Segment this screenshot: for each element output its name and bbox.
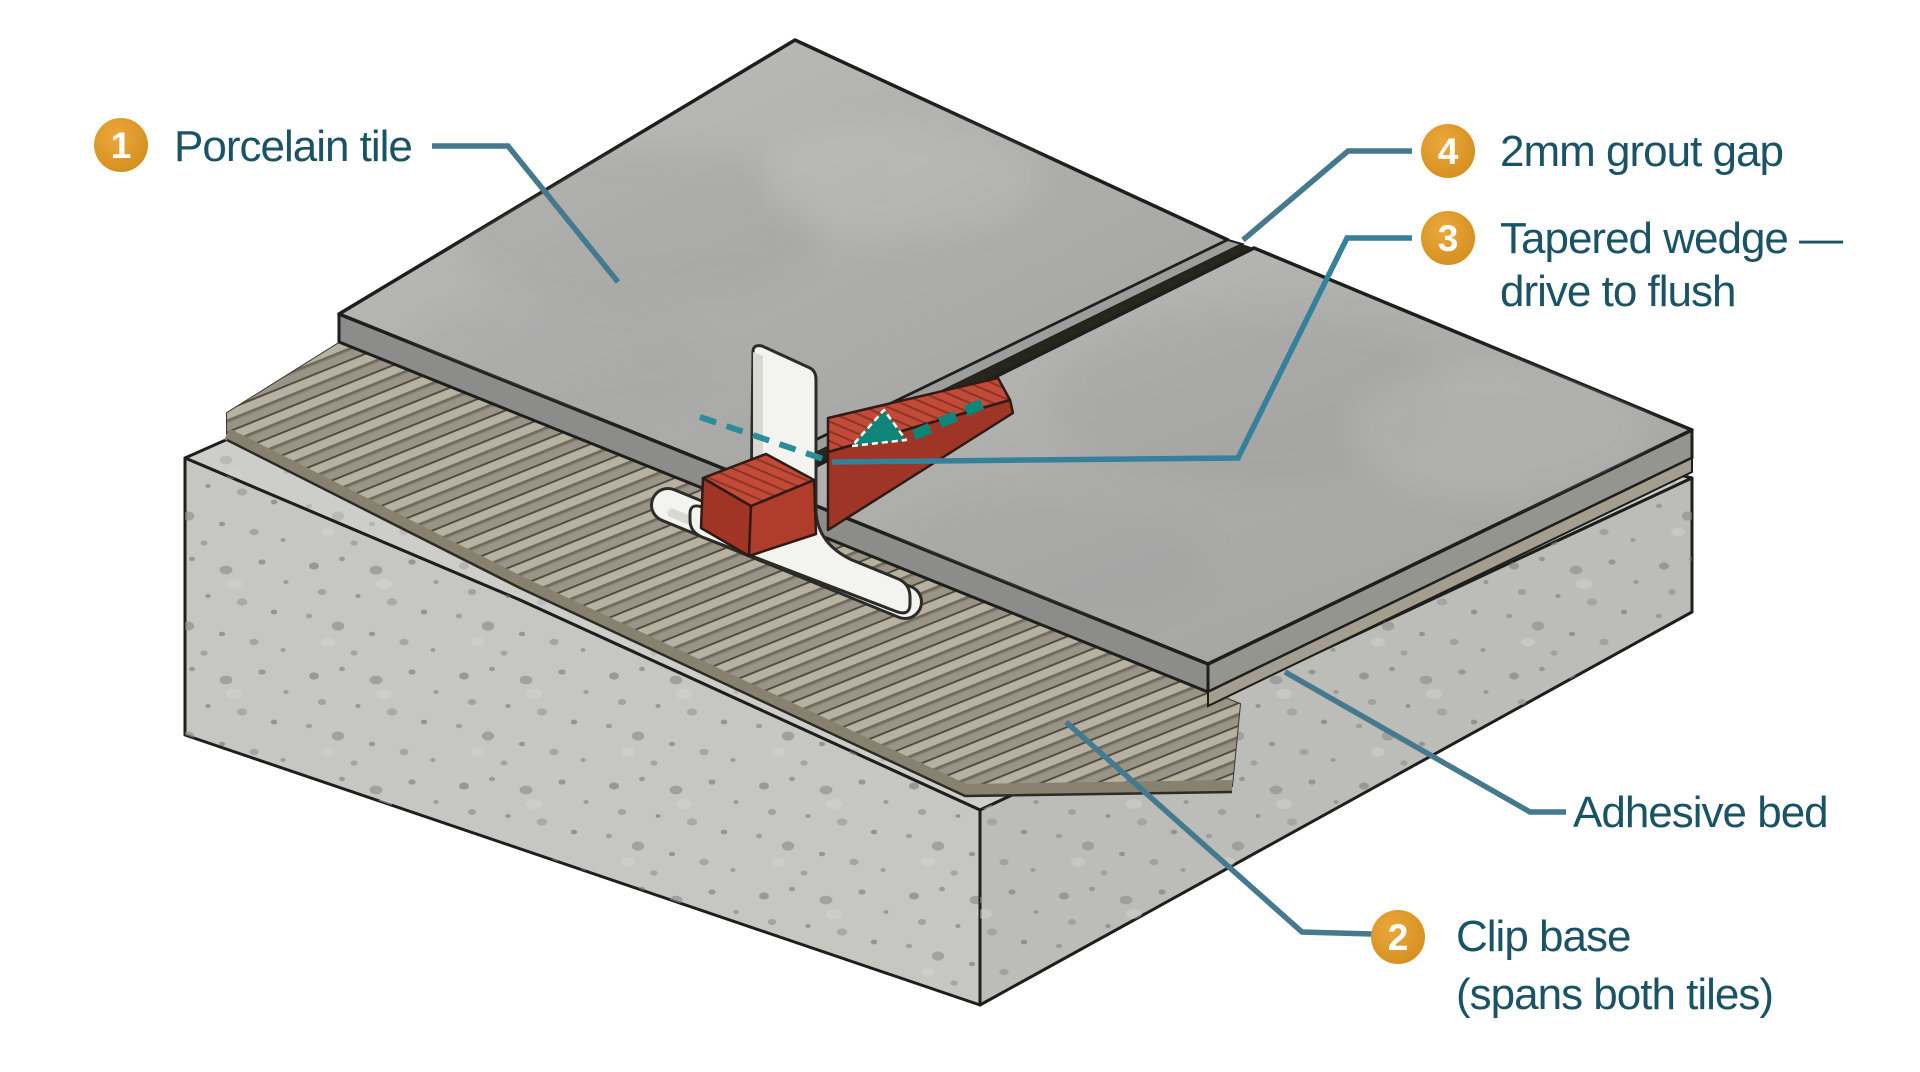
badge-1-icon: [94, 118, 148, 172]
callout-grout-gap: 4 2mm grout gap: [1421, 124, 1784, 178]
right-tile-adhesive-strip: [1207, 456, 1693, 708]
label-clip-base-line1: Clip base: [1456, 912, 1630, 961]
label-porcelain-tile: Porcelain tile: [174, 122, 412, 171]
label-clip-base-line2: (spans both tiles): [1456, 970, 1773, 1019]
adhesive-bed-layer: [224, 341, 1242, 798]
leveling-clip-assembly: [650, 344, 1015, 620]
callout-clip-base: 2 Clip base (spans both tiles): [1371, 910, 1774, 1019]
label-tapered-wedge-line1: Tapered wedge —: [1500, 214, 1843, 263]
leader-line-adhesive-bed: [1283, 669, 1566, 815]
leader-line-grout-gap: [1241, 148, 1412, 243]
callout-porcelain-tile: 1 Porcelain tile: [94, 118, 413, 172]
adhesive-front-edge: [224, 428, 1233, 796]
callout-tapered-wedge: 3 Tapered wedge — drive to flush: [1421, 211, 1844, 316]
drive-arrow-icon: [850, 399, 984, 448]
label-tapered-wedge-line2: drive to flush: [1500, 267, 1735, 316]
badge-3-icon: [1421, 211, 1475, 265]
wedge-thick-end: [699, 452, 818, 558]
leader-line-porcelain-tile: [432, 143, 621, 284]
badge-1-number: 1: [111, 125, 132, 166]
badge-4-number: 4: [1438, 131, 1459, 172]
porcelain-tiles: [337, 38, 1694, 708]
badge-2-icon: [1371, 910, 1425, 964]
leader-line-tapered-wedge: [831, 235, 1412, 465]
flush-level-dashed-line: [699, 414, 833, 465]
label-adhesive-bed: Adhesive bed: [1573, 788, 1828, 837]
badge-3-number: 3: [1438, 218, 1459, 259]
label-grout-gap: 2mm grout gap: [1500, 127, 1783, 176]
leader-line-clip-base: [1064, 719, 1373, 937]
badge-2-number: 2: [1388, 917, 1409, 958]
badge-4-icon: [1421, 124, 1475, 178]
callout-adhesive-bed: Adhesive bed: [1573, 788, 1829, 837]
